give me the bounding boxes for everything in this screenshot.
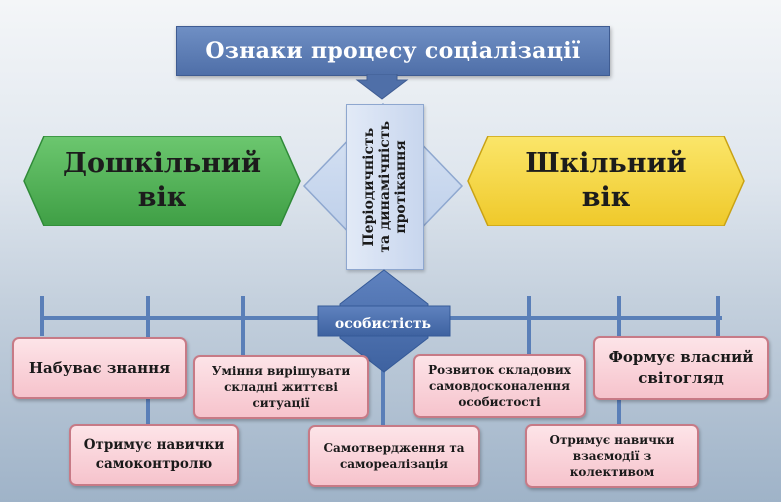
box-self-assertion-line2: самореалізація	[339, 457, 449, 471]
center-vertical-box: Періодичність та динамічність протікання	[346, 104, 424, 270]
school-line2: вік	[581, 182, 631, 213]
box-self-control-line1: Отримує навички	[83, 437, 225, 453]
connector-tick-3	[241, 296, 245, 356]
diagram-title-text: Ознаки процесу соціалізації	[205, 38, 581, 64]
box-team-interaction: Отримує навички взаємодії з колективом	[525, 424, 699, 488]
box-self-control-skills: Отримує навички самоконтролю	[69, 424, 239, 486]
box-solve-line2: складні життєві	[224, 380, 338, 394]
box-team-line2: взаємодії з	[572, 449, 652, 463]
box-self-assertion: Самотвердження та самореалізація	[308, 425, 480, 487]
center-line1: Періодичність	[361, 127, 377, 247]
center-line2: та динамічність	[377, 121, 393, 253]
preschool-age-label: Дошкільний вік	[44, 136, 280, 226]
connector-tick-5	[527, 296, 531, 356]
preschool-line1: Дошкільний	[63, 148, 261, 179]
center-vertical-text: Періодичність та динамічність протікання	[361, 121, 409, 253]
box-self-improvement-line1: Розвиток складових	[428, 363, 571, 377]
box-team-line1: Отримує навички	[549, 433, 675, 447]
box-gains-knowledge: Набуває знання	[12, 337, 187, 399]
box-solve-life-situations: Уміння вирішувати складні життєві ситуац…	[193, 355, 369, 419]
school-line1: Шкільний	[525, 148, 687, 179]
box-self-assertion-line1: Самотвердження та	[323, 441, 465, 455]
box-self-improvement-line2: самовдосконалення	[429, 379, 570, 393]
title-down-arrow-icon	[355, 74, 409, 100]
school-hexagon-shape	[467, 136, 745, 226]
personality-hub-label: особистість	[334, 316, 432, 332]
box-solve-line3: ситуації	[252, 396, 310, 410]
preschool-hexagon-shape	[23, 136, 301, 226]
preschool-line2: вік	[137, 182, 187, 213]
connector-tick-1	[40, 296, 44, 336]
box-self-improvement-line3: особистості	[458, 395, 541, 409]
box-self-control-line2: самоконтролю	[95, 456, 213, 472]
diagram-title: Ознаки процесу соціалізації	[176, 26, 610, 76]
box-worldview: Формує власний світогляд	[593, 336, 769, 400]
personality-hub-shape	[317, 269, 451, 373]
center-line3: протікання	[393, 140, 409, 234]
connector-tick-4	[381, 338, 385, 428]
school-age-label: Шкільний вік	[488, 136, 724, 226]
connector-tick-7	[716, 296, 720, 336]
box-worldview-line1: Формує власний	[608, 348, 754, 366]
box-team-line3: колективом	[569, 465, 655, 479]
box-gains-knowledge-text: Набуває знання	[28, 358, 171, 377]
box-self-improvement: Розвиток складових самовдосконалення осо…	[413, 354, 586, 418]
box-worldview-line2: світогляд	[638, 369, 724, 387]
box-solve-line1: Уміння вирішувати	[211, 364, 351, 378]
